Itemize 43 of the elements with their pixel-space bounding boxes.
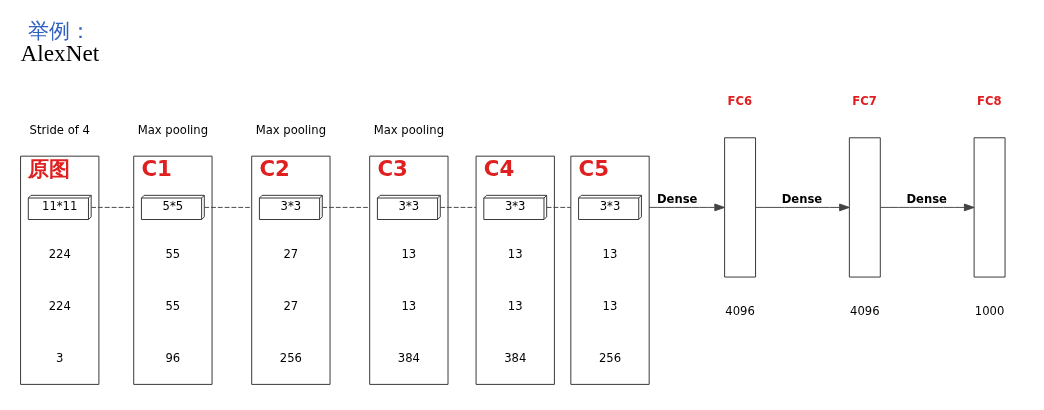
node-label: 13 bbox=[401, 246, 417, 261]
node-label: 224 bbox=[48, 246, 71, 261]
label: Max pooling bbox=[137, 123, 209, 138]
label: Max pooling bbox=[373, 123, 445, 138]
arrow bbox=[648, 203, 725, 212]
connector bbox=[90, 206, 135, 208]
node-box bbox=[973, 137, 1006, 278]
label: Max pooling bbox=[255, 123, 327, 138]
connector bbox=[439, 206, 477, 208]
connector bbox=[321, 206, 371, 208]
arrow bbox=[755, 203, 850, 212]
node-label: FC8 bbox=[977, 94, 1002, 109]
node-label: FC6 bbox=[727, 94, 753, 109]
node-box bbox=[848, 137, 881, 278]
node-label: 13 bbox=[507, 246, 523, 261]
node-label: 55 bbox=[165, 299, 181, 314]
connector bbox=[546, 206, 572, 208]
node-label: 384 bbox=[397, 351, 420, 366]
edge-label: Dense bbox=[781, 192, 823, 207]
node-label: 4096 bbox=[850, 303, 880, 318]
node-label: 384 bbox=[504, 351, 527, 366]
node-label: 3 bbox=[56, 351, 64, 366]
node-label: 27 bbox=[283, 299, 299, 314]
node-box bbox=[724, 137, 757, 278]
connector bbox=[203, 206, 253, 208]
node-label: 13 bbox=[401, 299, 417, 314]
node-label: 256 bbox=[598, 351, 622, 366]
node-label: 55 bbox=[165, 246, 181, 261]
label: Stride of 4 bbox=[29, 123, 90, 138]
edge-label: Dense bbox=[656, 192, 698, 207]
node-label: 27 bbox=[283, 246, 299, 261]
node-label: 13 bbox=[602, 246, 618, 261]
diagram-title: 举例： bbox=[28, 17, 92, 43]
node-label: 224 bbox=[48, 299, 71, 314]
node-label: 256 bbox=[279, 351, 302, 366]
node-label: 13 bbox=[602, 299, 618, 314]
node-label: 4096 bbox=[725, 303, 755, 318]
node-label: 1000 bbox=[974, 303, 1005, 318]
node-label: 13 bbox=[507, 299, 523, 314]
arrow bbox=[879, 203, 975, 212]
node-label: 96 bbox=[165, 351, 181, 366]
node-label: FC7 bbox=[852, 94, 877, 109]
edge-label: Dense bbox=[906, 192, 947, 207]
